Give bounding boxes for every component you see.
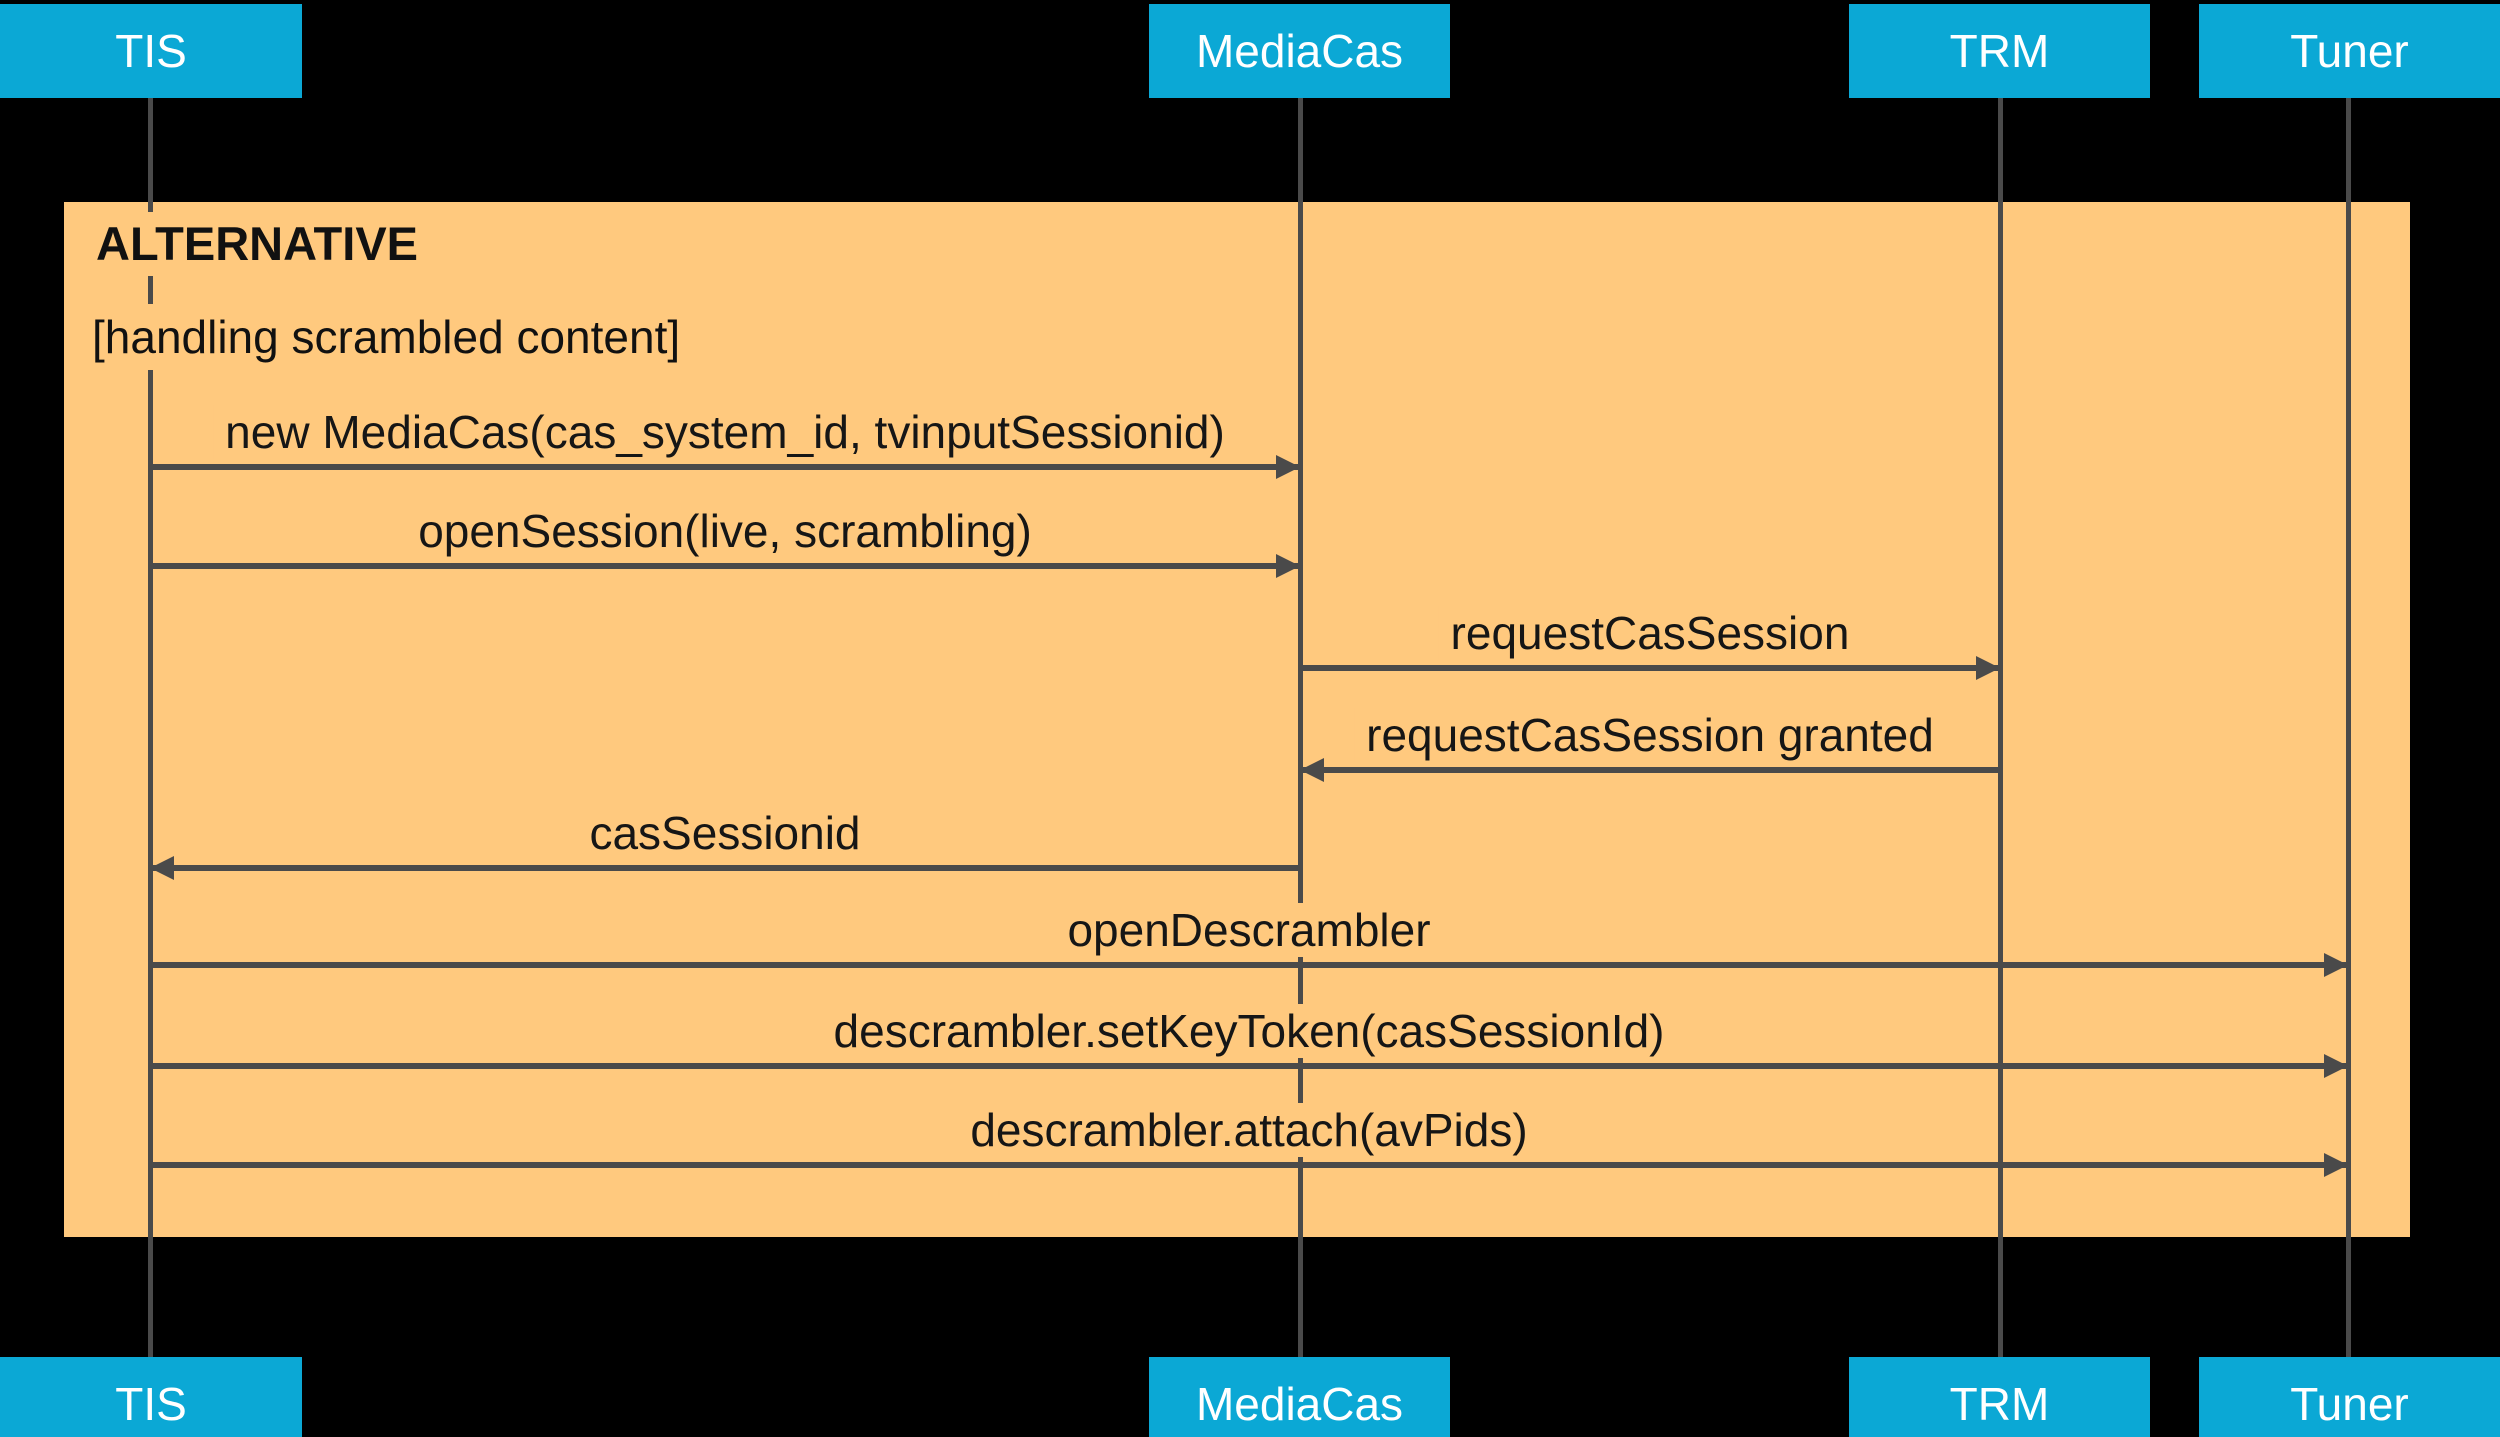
message-arrow-line [1300, 665, 2000, 671]
participant-label: Tuner [2290, 25, 2409, 77]
message-label: openSession(live, scrambling) [406, 504, 1044, 558]
lifeline-tuner [2346, 98, 2351, 1357]
message-arrow-line [1300, 767, 2000, 773]
message-arrow-line [150, 1063, 2348, 1069]
participant-label: TRM [1949, 25, 2050, 77]
message-label: new MediaCas(cas_system_id, tvinputSessi… [213, 405, 1237, 459]
participant-trm-bottom: TRM [1849, 1357, 2150, 1437]
participant-tis-top: TIS [0, 4, 302, 98]
message-label: openDescrambler [1055, 903, 1443, 957]
participant-label: TRM [1949, 1378, 2050, 1430]
lifeline-tis [148, 98, 153, 1357]
participant-mediacas-bottom: MediaCas [1149, 1357, 1450, 1437]
arrowhead-right-icon [1276, 455, 1300, 479]
alt-frame-title: ALTERNATIVE [86, 212, 429, 276]
message-arrow-line [150, 563, 1300, 569]
participant-label: TIS [115, 25, 187, 77]
message-arrow-line [150, 865, 1300, 871]
message-label: descrambler.attach(avPids) [958, 1103, 1540, 1157]
arrowhead-right-icon [2324, 1153, 2348, 1177]
participant-mediacas-top: MediaCas [1149, 4, 1450, 98]
arrowhead-left-icon [150, 856, 174, 880]
participant-tuner-top: Tuner [2199, 4, 2500, 98]
arrowhead-left-icon [1300, 758, 1324, 782]
participant-tuner-bottom: Tuner [2199, 1357, 2500, 1437]
arrowhead-right-icon [1976, 656, 2000, 680]
lifeline-mediacas [1298, 98, 1303, 1357]
message-arrow-line [150, 962, 2348, 968]
alt-frame-condition: [handling scrambled content] [82, 304, 691, 370]
message-label: requestCasSession [1438, 606, 1862, 660]
message-arrow-line [150, 464, 1300, 470]
participant-trm-top: TRM [1849, 4, 2150, 98]
participant-label: MediaCas [1195, 25, 1404, 77]
participant-label: MediaCas [1195, 1378, 1404, 1430]
message-label: casSessionid [577, 806, 873, 860]
arrowhead-right-icon [1276, 554, 1300, 578]
arrowhead-right-icon [2324, 953, 2348, 977]
message-label: requestCasSession granted [1354, 708, 1946, 762]
message-label: descrambler.setKeyToken(casSessionId) [821, 1004, 1677, 1058]
participant-label: Tuner [2290, 1378, 2409, 1430]
participant-label: TIS [115, 1378, 187, 1430]
lifeline-trm [1998, 98, 2003, 1357]
arrowhead-right-icon [2324, 1054, 2348, 1078]
message-arrow-line [150, 1162, 2348, 1168]
participant-tis-bottom: TIS [0, 1357, 302, 1437]
